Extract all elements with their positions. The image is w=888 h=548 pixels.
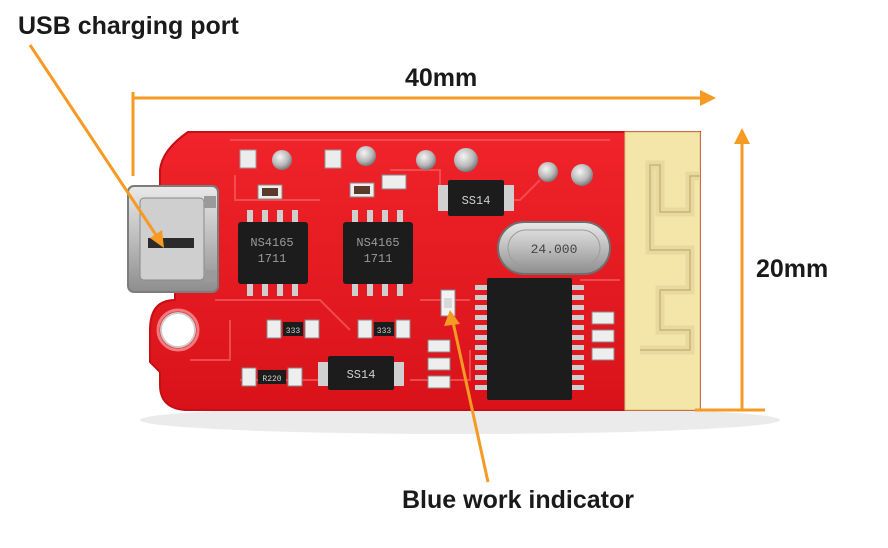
- resistor-label-b: 333: [377, 327, 392, 336]
- led-leader-line: [451, 321, 490, 483]
- diode-bottom-label: SS14: [347, 368, 376, 382]
- chip-label-left-1: NS4165: [250, 236, 293, 250]
- amplifier-chip-left: [238, 210, 308, 296]
- crystal-oscillator: [497, 221, 611, 275]
- chip-label-right-1: NS4165: [356, 236, 399, 250]
- resistor-label-c: R220: [262, 375, 281, 384]
- pcb-traces: [190, 139, 620, 381]
- amplifier-chip-right: [343, 210, 413, 296]
- usb-port-label: USB charging port: [18, 12, 239, 40]
- chip-label-left-2: 1711: [258, 252, 287, 266]
- resistor-label-a: 333: [286, 327, 301, 336]
- mounting-hole-ring: [156, 308, 200, 352]
- solder-pads: [239, 146, 593, 186]
- smd-components-top: [257, 174, 407, 200]
- usb-arrowhead-icon: [150, 230, 164, 248]
- annotation-graphics: [28, 44, 765, 483]
- antenna-trace-edge: [640, 164, 700, 351]
- led-arrowhead-icon: [444, 310, 460, 326]
- width-label: 40mm: [405, 64, 478, 92]
- bluetooth-chip: [475, 278, 584, 400]
- pcb-board: [149, 131, 701, 411]
- mounting-hole: [160, 312, 196, 348]
- led-indicator: [440, 289, 456, 317]
- crystal-label: 24.000: [531, 242, 578, 257]
- height-label: 20mm: [756, 255, 829, 283]
- indicator-label: Blue work indicator: [402, 486, 634, 514]
- width-arrowhead-icon: [700, 90, 716, 106]
- height-arrowhead-icon: [734, 128, 750, 144]
- board-shadow: [140, 406, 780, 434]
- usb-leader-line: [28, 44, 160, 239]
- usb-connector: [127, 185, 219, 293]
- diode-bottom: [318, 356, 404, 390]
- diode-top-label: SS14: [462, 194, 491, 208]
- smd-components-bottom: [241, 311, 615, 389]
- diode-top: [438, 180, 514, 216]
- chip-label-right-2: 1711: [364, 252, 393, 266]
